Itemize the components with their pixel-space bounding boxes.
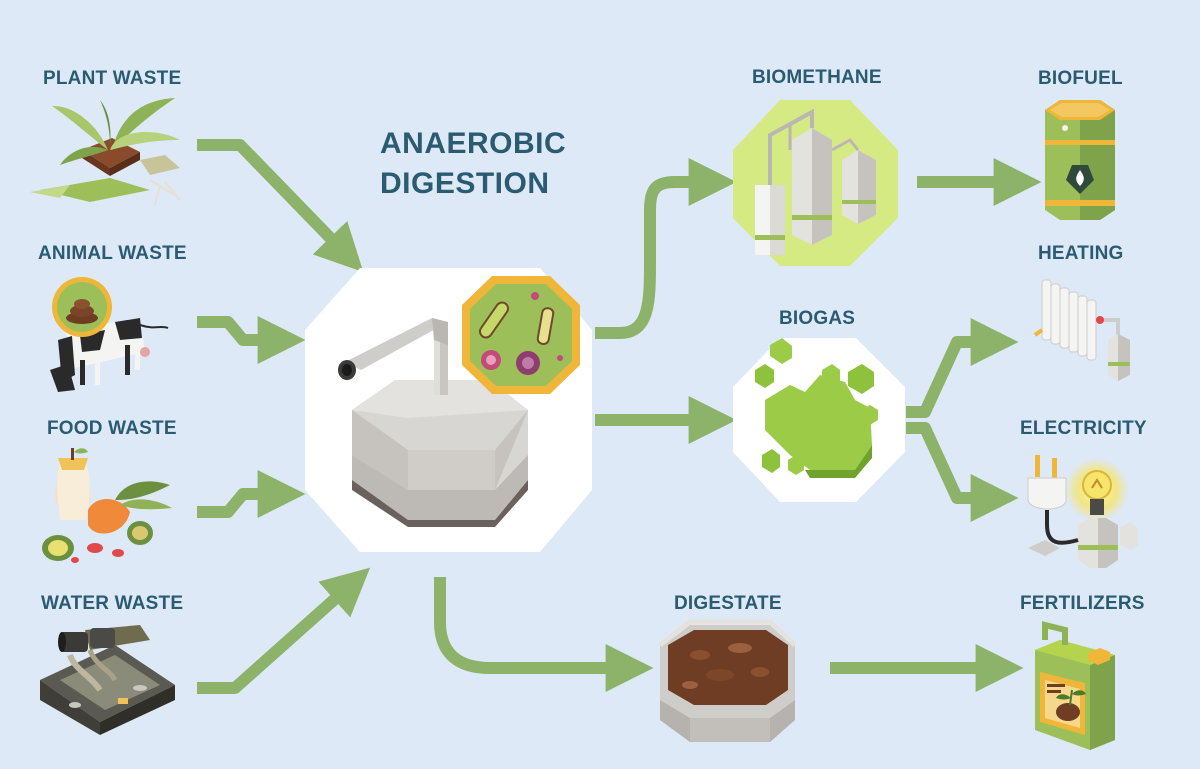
label-water-waste: WATER WASTE (41, 593, 184, 614)
title-line-2: DIGESTION (380, 167, 550, 200)
label-biomethane: BIOMETHANE (752, 67, 882, 88)
cow-icon (50, 277, 169, 392)
food-scraps-icon (42, 448, 172, 563)
arrow-water-to-digester (197, 567, 371, 694)
page-title: ANAEROBIC DIGESTION (380, 124, 566, 204)
arrow-digester-to-biomethane (595, 158, 737, 339)
bacteria-icon (462, 276, 580, 394)
sewage-pipe-icon (40, 625, 175, 735)
arrow-animal-to-digester (197, 316, 306, 364)
label-food-waste: FOOD WASTE (47, 418, 177, 439)
label-biogas: BIOGAS (779, 308, 856, 329)
arrow-digester-to-digestate (434, 577, 654, 692)
label-animal-waste: ANIMAL WASTE (38, 243, 187, 264)
arrow-plant-to-digester (197, 139, 364, 273)
arrow-biogas-to-electricity (906, 422, 1019, 522)
label-electricity: ELECTRICITY (1020, 418, 1147, 439)
label-plant-waste: PLANT WASTE (43, 68, 182, 89)
radiator-icon (1033, 279, 1130, 381)
arrow-food-to-digester (197, 470, 306, 518)
plant-icon (30, 98, 181, 206)
light-bulb-plug-icon (1027, 455, 1138, 568)
digestate-tank-icon (658, 619, 797, 742)
arrow-biogas-to-heating (906, 318, 1019, 418)
label-digestate: DIGESTATE (674, 593, 782, 614)
label-heating: HEATING (1038, 243, 1124, 264)
fertilizer-can-icon (1035, 621, 1115, 750)
label-biofuel: BIOFUEL (1038, 68, 1123, 89)
biogas-cloud-icon (733, 338, 905, 502)
digester-tank-icon (305, 268, 592, 552)
fuel-barrel-icon (1045, 100, 1115, 220)
title-line-1: ANAEROBIC (380, 127, 567, 160)
biomethane-tanks-icon (733, 100, 898, 266)
label-fertilizers: FERTILIZERS (1020, 593, 1145, 614)
